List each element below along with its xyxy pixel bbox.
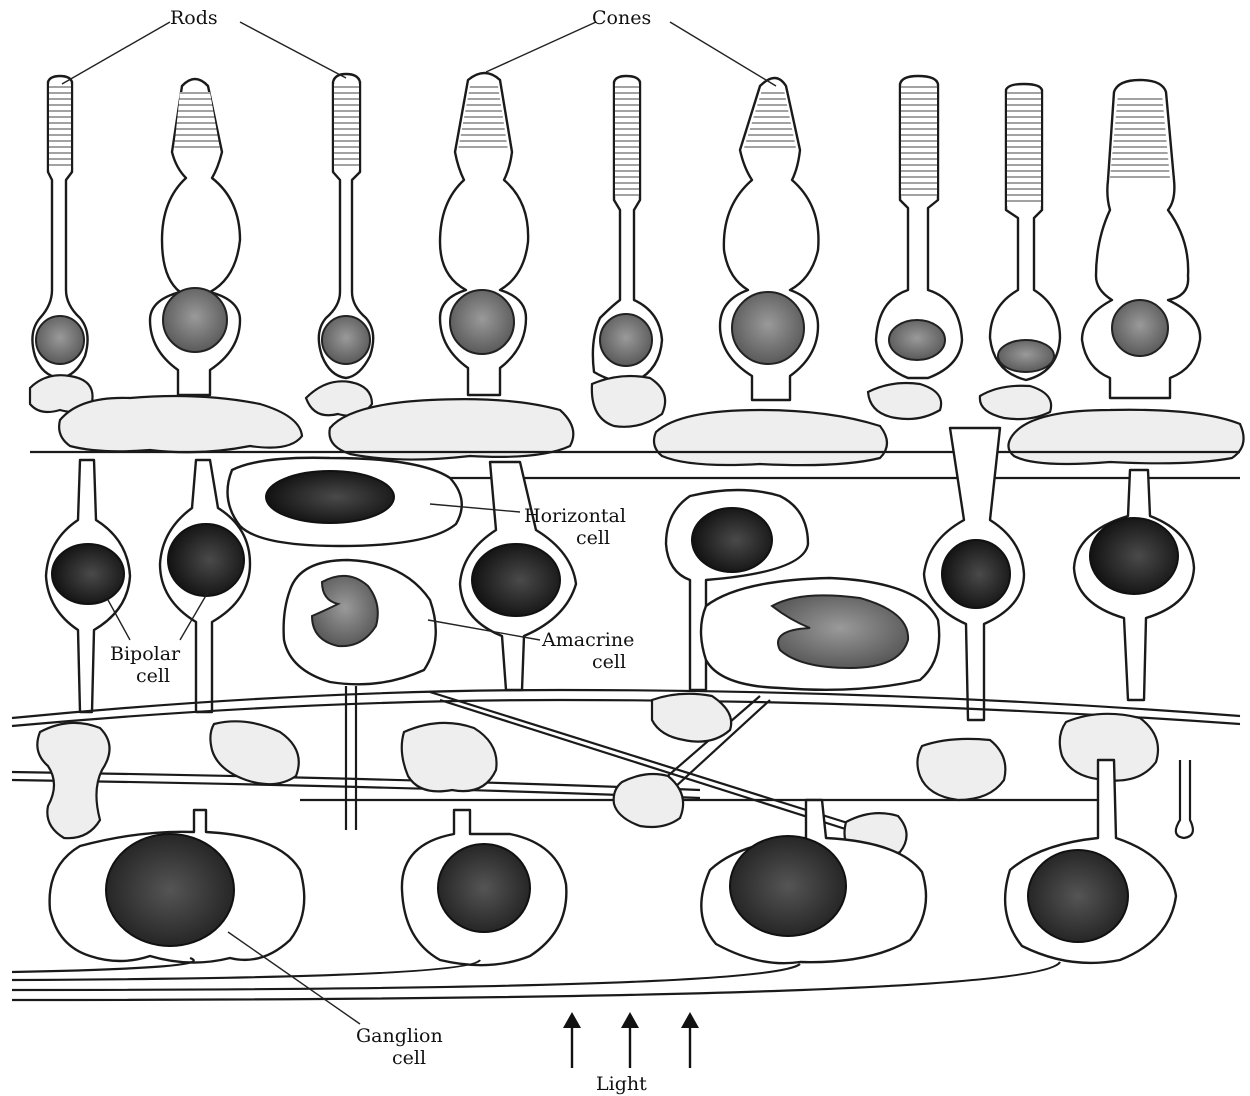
rod-cell: [593, 76, 662, 382]
bipolar-cell: [46, 460, 130, 712]
photoreceptor-layer: [32, 73, 1200, 400]
horizontal-cell-label-line1: Horizontal: [524, 505, 626, 527]
outer-plexiform-layer: [30, 375, 1244, 465]
ganglion-cell-label-line2: cell: [392, 1047, 426, 1069]
ganglion-layer: [12, 760, 1176, 1000]
light-arrows: [563, 1012, 699, 1068]
bipolar-cell-label-line2: cell: [136, 665, 170, 687]
ganglion-cell: [12, 810, 304, 972]
cone-cell: [720, 78, 818, 400]
bipolar-cell-label-line1: Bipolar: [110, 643, 181, 665]
cone-cell: [1082, 80, 1200, 398]
horizontal-cell-label-line2: cell: [576, 527, 610, 549]
rod-cell: [990, 84, 1060, 380]
light-label: Light: [596, 1073, 647, 1095]
amacrine-cell: [284, 560, 436, 684]
bipolar-layer: [46, 428, 1194, 720]
amacrine-cell-label-line2: cell: [592, 651, 626, 673]
rod-cell: [32, 76, 87, 378]
cones-label: Cones: [592, 7, 651, 29]
amacrine-cell-label-line1: Amacrine: [541, 629, 634, 651]
amacrine-cell: [701, 578, 939, 690]
bipolar-cell: [460, 462, 576, 690]
cone-cell: [440, 73, 528, 395]
ganglion-cell-label-line1: Ganglion: [356, 1025, 443, 1047]
cone-cell: [150, 79, 240, 395]
bipolar-cell: [1074, 470, 1194, 700]
rod-cell: [319, 74, 373, 378]
rods-label: Rods: [170, 7, 218, 29]
bipolar-cell: [924, 428, 1024, 720]
rod-cell: [876, 76, 962, 378]
